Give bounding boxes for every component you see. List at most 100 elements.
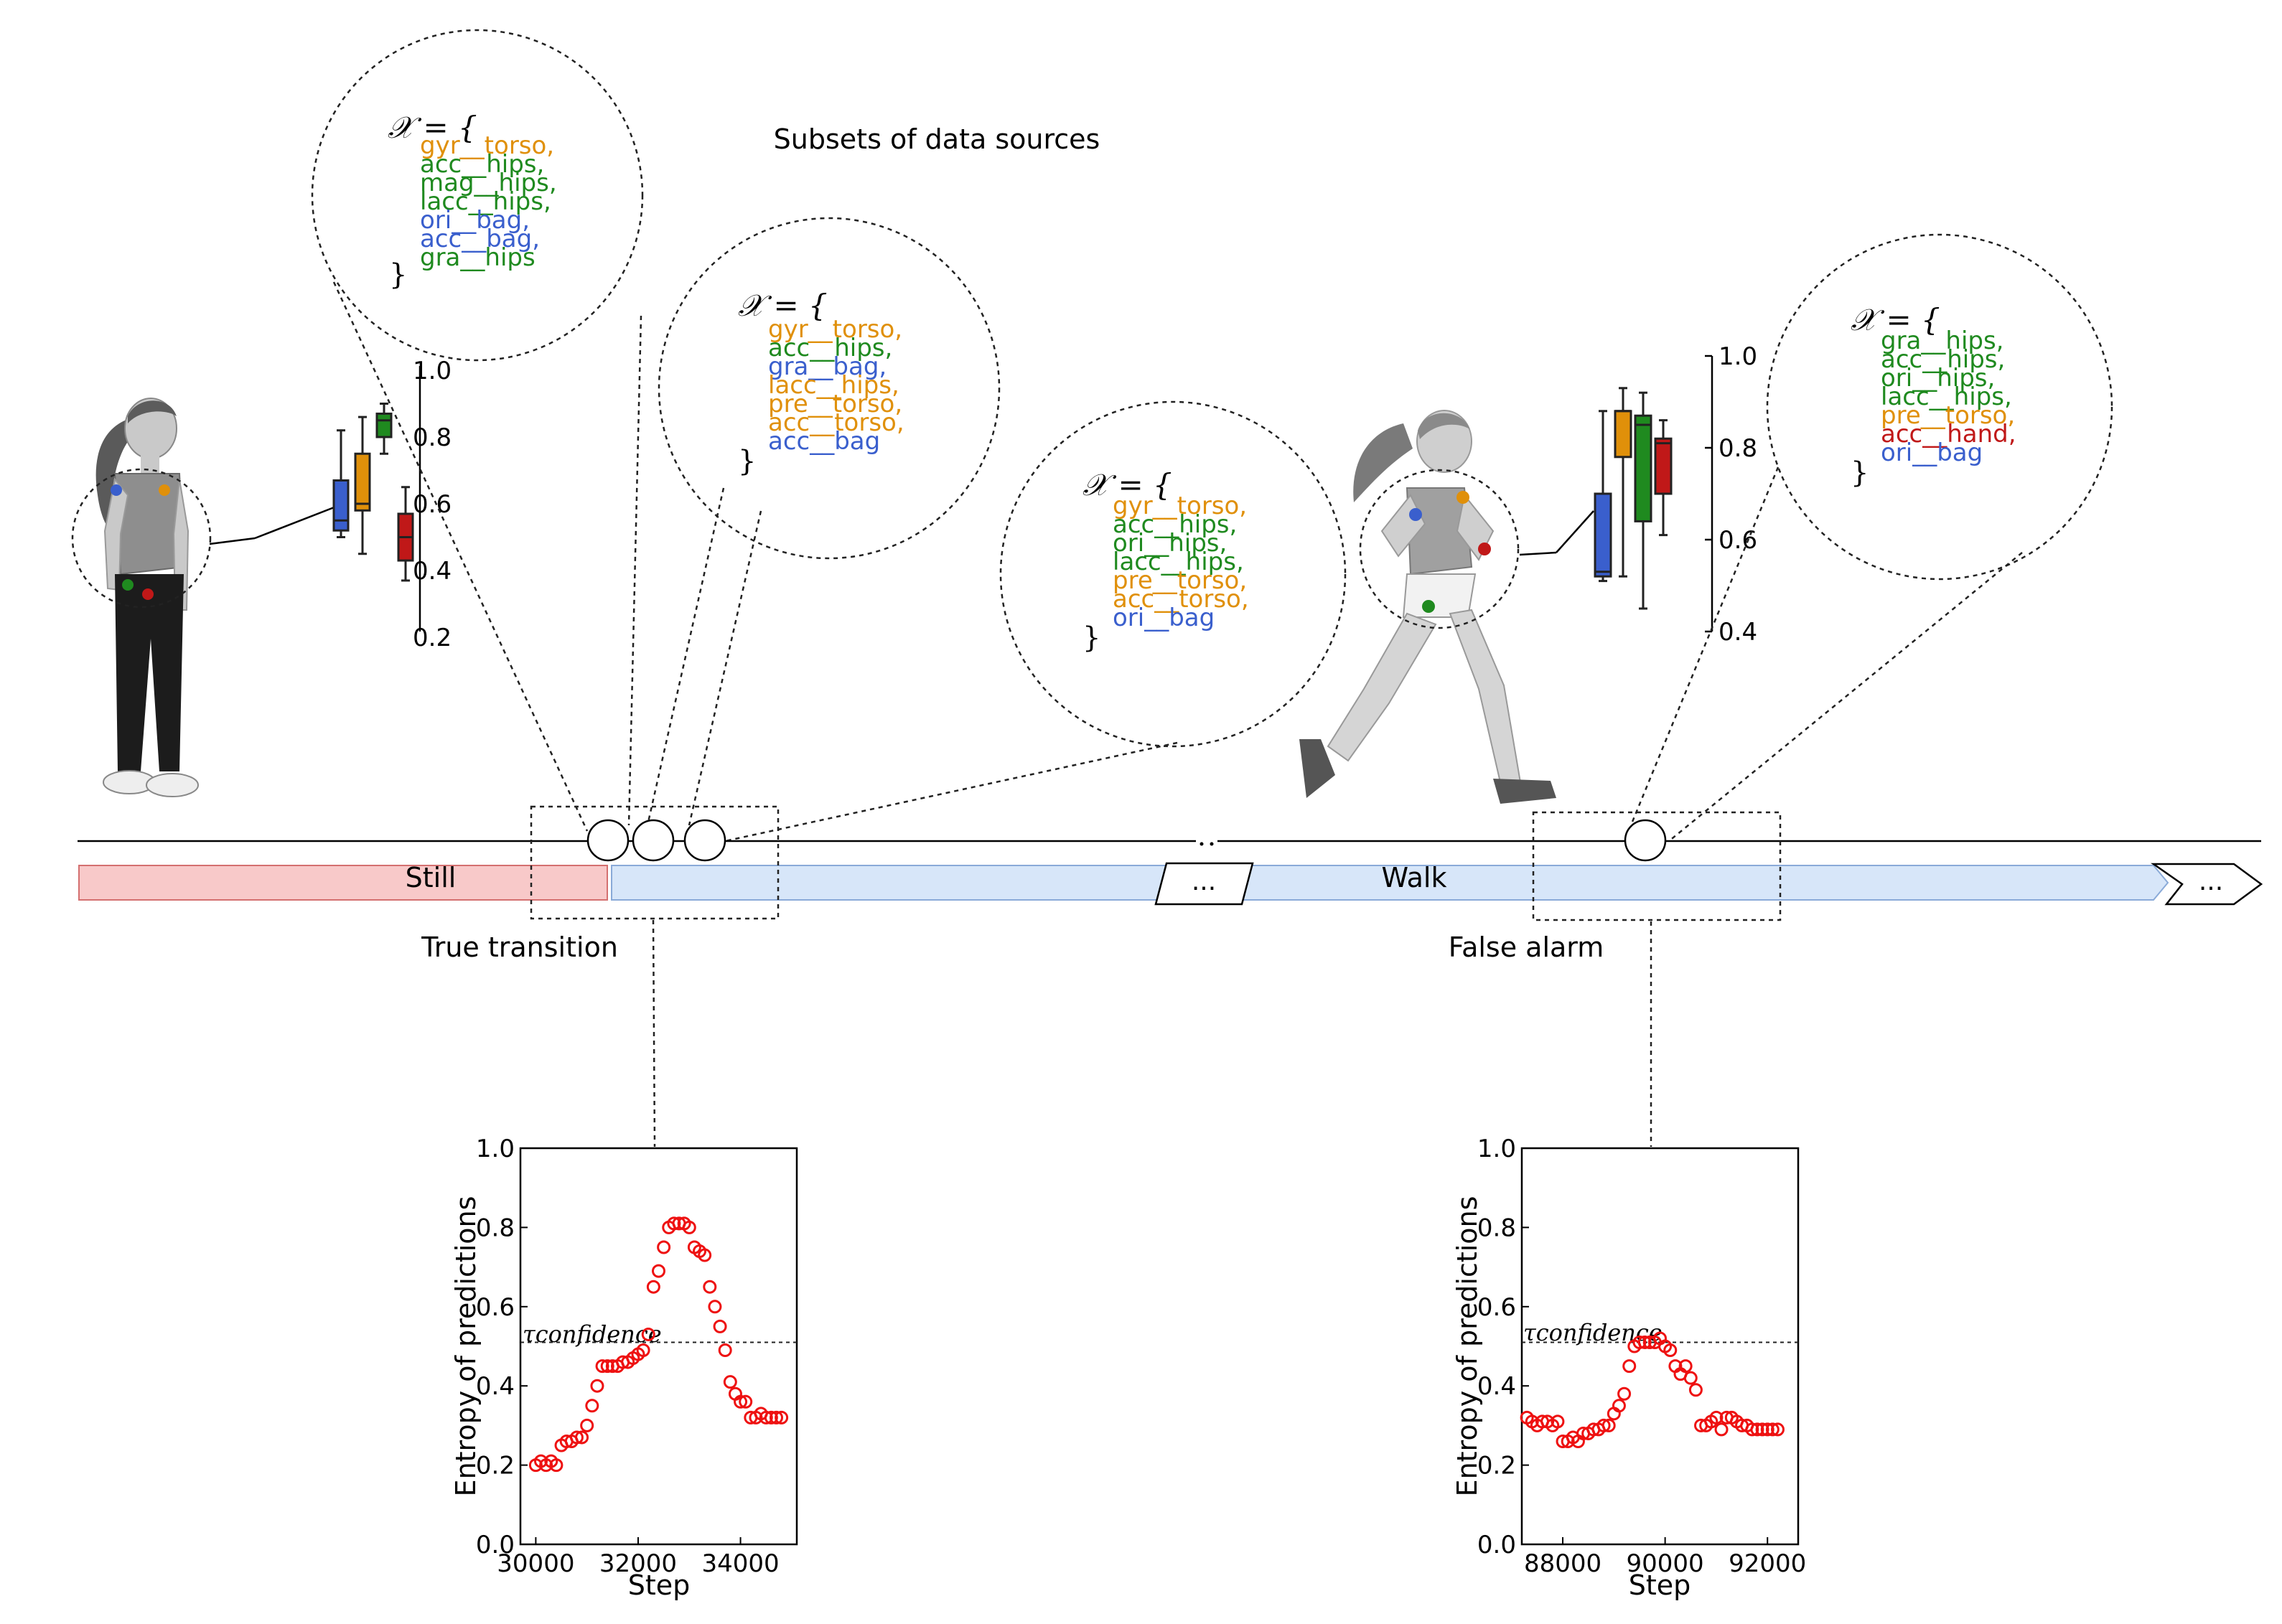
data-point — [734, 1394, 748, 1409]
data-point — [585, 1399, 599, 1413]
data-point — [759, 1410, 773, 1424]
y-tick-label: 0.8 — [1477, 1214, 1516, 1242]
subset-item: acc__hips, — [1881, 345, 2005, 374]
figure-title: Subsets of data sources — [774, 123, 1100, 155]
subset-item: ori__bag, — [420, 206, 530, 235]
box-orange — [1614, 410, 1632, 459]
subset-item: acc__hips, — [1113, 510, 1237, 539]
subset-item: mag__hips, — [420, 169, 557, 197]
subset-close: } — [1082, 621, 1100, 654]
subset-item: ori__bag — [1113, 604, 1215, 632]
boxplot-right: 1.0 0.8 0.6 0.4 — [1594, 342, 1757, 647]
x-tick-label: 90000 — [1627, 1549, 1704, 1578]
data-point — [1709, 1410, 1724, 1424]
subset-bubble-1 — [311, 29, 644, 362]
walk-segment — [611, 865, 2169, 901]
data-point — [713, 1319, 727, 1333]
subset-item: ori__hips, — [1113, 529, 1227, 558]
subset-item: lacc__hips, — [420, 187, 551, 216]
false-alarm-box — [1532, 811, 1782, 921]
data-point — [723, 1375, 737, 1389]
subset-bubble-2 — [658, 217, 1001, 560]
data-point — [1601, 1418, 1616, 1432]
data-point — [1683, 1371, 1698, 1385]
subset-item: pre__torso, — [1113, 566, 1247, 595]
data-point — [764, 1410, 778, 1424]
ellipsis-box-mid — [1154, 862, 1254, 906]
subset-item: acc__torso, — [768, 408, 904, 437]
subset-text-3: 𝒳 = { gyr__torso, acc__hips, ori__hips, … — [1082, 467, 1249, 654]
data-point — [1617, 1386, 1632, 1401]
y-tick-label: 0.2 — [1477, 1452, 1516, 1480]
subset-item: acc__hips, — [420, 150, 544, 179]
data-point — [600, 1359, 614, 1374]
subset-text-1: 𝒳 = { gyr__torso, acc__hips, mag__hips, … — [388, 110, 557, 291]
data-point — [575, 1430, 589, 1445]
data-point — [739, 1394, 753, 1409]
boxplot-right-tick: 0.4 — [1718, 618, 1757, 647]
x-tick-label: 32000 — [599, 1549, 677, 1578]
still-segment — [78, 865, 608, 901]
timeline-marker — [586, 819, 630, 862]
boxplot-left: 1.0 0.8 0.6 0.4 0.2 — [332, 357, 452, 652]
subset-head: 𝒳 = { — [1082, 467, 1172, 502]
data-point — [1632, 1335, 1647, 1349]
data-point — [549, 1458, 564, 1473]
boxplot-left-tick: 0.4 — [413, 557, 452, 586]
entropy-chart-true-transition: Entropy of predictions Step τconfidence … — [450, 1135, 798, 1601]
chart-frame — [519, 1147, 798, 1546]
data-point — [646, 1280, 660, 1294]
subset-item: pre__torso, — [768, 390, 902, 418]
true-transition-box — [530, 805, 780, 920]
subset-item: ori__hips, — [1881, 364, 1995, 393]
subset-item: acc__torso, — [1113, 585, 1249, 614]
data-point — [1622, 1359, 1637, 1374]
data-point — [1765, 1422, 1780, 1437]
data-point — [703, 1280, 717, 1294]
x-tick-label: 34000 — [701, 1549, 779, 1578]
subset-bubble-3 — [999, 400, 1347, 748]
box-green — [1634, 414, 1652, 522]
y-tick-label: 0.6 — [1477, 1293, 1516, 1322]
boxplot-left-tick: 0.2 — [413, 624, 452, 652]
y-tick-label: 0.8 — [476, 1214, 515, 1242]
subset-item: acc__bag, — [420, 225, 540, 253]
subset-item: acc__hips, — [768, 334, 892, 362]
subset-close: } — [389, 258, 407, 291]
data-point — [667, 1216, 681, 1231]
timeline-marker — [683, 819, 726, 862]
data-point — [569, 1430, 584, 1445]
box-green — [375, 412, 393, 438]
subset-item: gra__hips — [420, 243, 536, 272]
subset-item: gra__hips, — [1881, 327, 2004, 355]
running-person-illustration — [1299, 410, 1594, 804]
subset-item: lacc__hips, — [1881, 382, 2012, 411]
timeline-marker — [632, 819, 675, 862]
y-tick-label: 0.0 — [476, 1531, 515, 1559]
subset-text-2: 𝒳 = { gyr__torso, acc__hips, gra__bag, l… — [738, 288, 904, 478]
ellipsis-arrow-end — [2151, 863, 2263, 906]
box-orange — [354, 452, 371, 512]
box-blue — [332, 479, 350, 532]
boxplot-left-tick: 0.8 — [413, 423, 452, 452]
data-point — [652, 1264, 665, 1278]
subset-item: lacc__hips, — [1113, 548, 1244, 576]
chart-xlabel: Step — [1629, 1569, 1691, 1601]
chart-ylabel: Entropy of predictions — [1451, 1196, 1483, 1497]
data-point — [1755, 1422, 1769, 1437]
subset-item: acc__hand, — [1881, 420, 2016, 449]
subset-close: } — [738, 445, 756, 478]
zoom-connectors — [332, 281, 2023, 842]
x-tick-label: 92000 — [1729, 1549, 1806, 1578]
subset-head: 𝒳 = { — [388, 110, 477, 145]
data-point — [1714, 1422, 1729, 1437]
box-blue — [1594, 492, 1612, 578]
walk-label: Walk — [1382, 862, 1447, 893]
y-tick-label: 0.4 — [1477, 1372, 1516, 1401]
subset-item: pre__torso, — [1881, 401, 2015, 430]
threshold-label: τconfidence — [523, 1320, 662, 1348]
subset-head: 𝒳 = { — [1851, 302, 1940, 337]
timeline: Still Walk ... ... True transition False… — [78, 805, 2263, 1147]
data-point — [1750, 1422, 1764, 1437]
